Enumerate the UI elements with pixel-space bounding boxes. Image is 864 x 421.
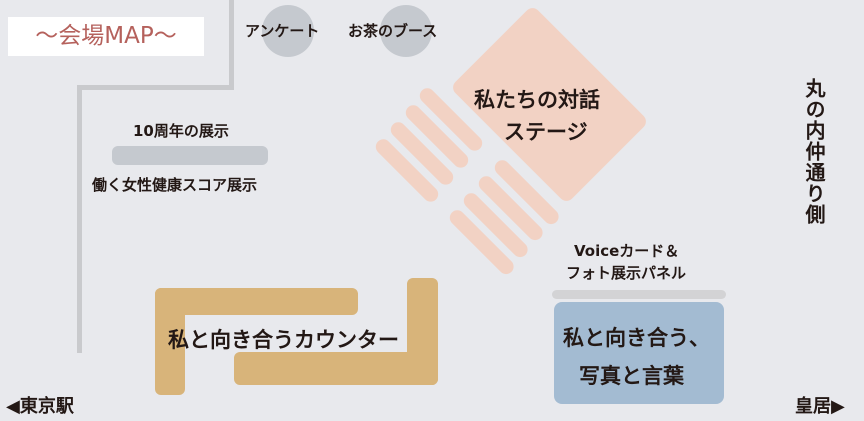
anniversary-exhibit-label: 10周年の展示 (133, 122, 229, 140)
exhibit-panel (112, 146, 268, 165)
stage-label-line1: 私たちの対話 (474, 88, 600, 112)
photo-words-exhibit (554, 302, 724, 404)
map-title-box (8, 17, 204, 56)
voice-panel-stand (552, 290, 726, 299)
voice-panel-label-line1: Voiceカード＆ (574, 242, 680, 260)
counter-left-arm (155, 288, 185, 395)
direction-imperial-palace: 皇居▶ (795, 396, 845, 417)
health-score-exhibit-label: 働く女性健康スコア展示 (92, 176, 258, 194)
map-title: ～会場MAP～ (35, 23, 177, 49)
tea-booth-marker (380, 5, 432, 57)
wall-upper-vertical (229, 0, 234, 90)
counter-top-arm (155, 288, 358, 315)
wall-horizontal (77, 85, 234, 90)
wall-left-vertical (77, 85, 82, 353)
survey-booth-label: アンケート (245, 22, 320, 40)
counter-label: 私と向き合うカウンター (168, 328, 399, 352)
counter-bottom-arm (234, 352, 438, 385)
stage-label-line2: ステージ (504, 120, 588, 144)
survey-booth-marker (262, 5, 314, 57)
photo-words-label-line2: 写真と言葉 (579, 364, 684, 388)
voice-panel-label-line2: フォト展示パネル (566, 264, 687, 282)
tea-booth-label: お茶のブース (348, 22, 438, 40)
direction-tokyo-station: ◀東京駅 (6, 396, 74, 417)
photo-words-label-line1: 私と向き合う、 (563, 326, 710, 350)
counter-right-arm (407, 278, 438, 385)
nakadori-street-label: 丸の内仲通り側 (802, 78, 826, 225)
